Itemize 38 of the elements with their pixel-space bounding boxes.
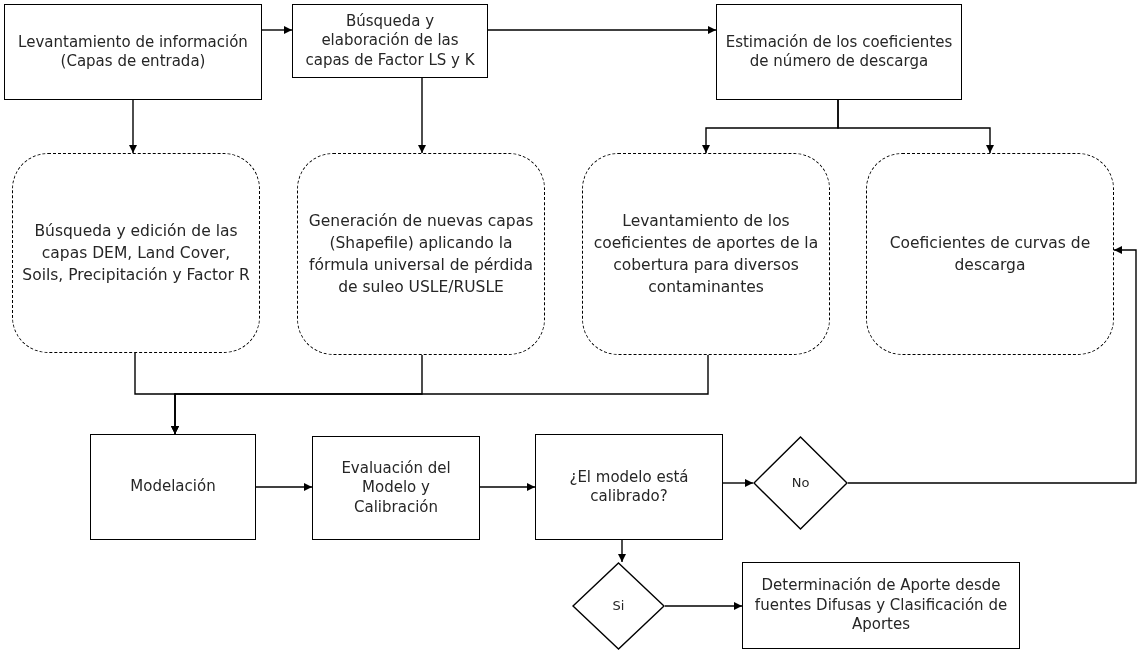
node-text: Levantamiento de los coeficientes de aportes de la cobertura para diversos contaminantes xyxy=(592,211,820,298)
dashed-process-box xyxy=(866,153,1114,355)
arrow xyxy=(418,77,426,154)
node-text: Modelación xyxy=(130,477,216,497)
arrow xyxy=(618,539,626,563)
dashed-process-box xyxy=(12,153,260,353)
arrow xyxy=(479,483,536,491)
node-text: Búsqueda y edición de las capas DEM, Land Cover, Soils, Precipitación y Factor R xyxy=(21,221,251,286)
node-text: Levantamiento de información (Capas de entrada) xyxy=(17,32,249,72)
node-text: Generación de nuevas capas (Shapefile) aplicando la fórmula universal de pérdida de suleo USLE/RUSLE xyxy=(307,211,535,298)
arrow xyxy=(255,483,313,491)
node-text: Si xyxy=(612,597,625,615)
process-box xyxy=(90,434,256,540)
arrow xyxy=(847,246,1137,484)
process-box xyxy=(716,4,962,100)
node-text: Búsqueda y elaboración de las capas de Factor LS y K xyxy=(304,11,476,71)
node-text: Evaluación del Modelo y Calibración xyxy=(340,458,452,518)
decision-diamond xyxy=(753,436,848,530)
arrow xyxy=(129,99,137,154)
process-box xyxy=(312,436,480,540)
arrow xyxy=(261,26,293,34)
arrow xyxy=(487,26,717,34)
process-box xyxy=(4,4,262,100)
process-box xyxy=(742,562,1020,649)
arrow xyxy=(837,99,994,154)
arrow xyxy=(722,479,754,487)
arrow xyxy=(171,354,709,435)
dashed-process-box xyxy=(297,153,545,355)
arrow xyxy=(664,602,743,610)
node-text: No xyxy=(791,474,810,492)
node-text: Determinación de Aporte desde fuentes Difusas y Clasificación de Aportes xyxy=(753,576,1009,635)
dashed-process-box xyxy=(582,153,830,355)
node-text: Coeficientes de curvas de descarga xyxy=(888,233,1092,276)
decision-diamond xyxy=(572,562,665,650)
process-box xyxy=(535,434,723,540)
process-box xyxy=(292,4,488,78)
node-text: ¿El modelo está calibrado? xyxy=(568,467,690,507)
node-text: Estimación de los coeficientes de número de descarga xyxy=(725,32,953,72)
